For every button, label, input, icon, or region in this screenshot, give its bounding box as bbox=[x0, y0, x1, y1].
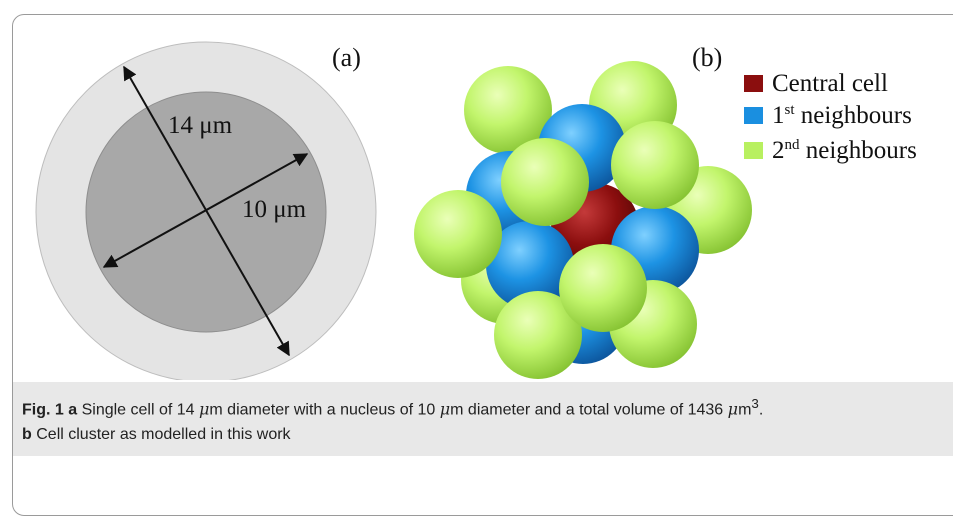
caption-background bbox=[13, 382, 953, 456]
caption-mu-symbol: μ bbox=[727, 399, 739, 419]
caption-part-b-label: b bbox=[22, 426, 32, 444]
legend-swatch-second bbox=[744, 142, 763, 159]
caption-fig-label: Fig. 1 bbox=[22, 401, 64, 419]
caption-superscript: 3 bbox=[751, 396, 759, 411]
caption-mu-symbol: μ bbox=[439, 399, 451, 419]
caption-part-a-end: . bbox=[758, 401, 764, 419]
panel-b-label: (b) bbox=[692, 43, 722, 72]
second-neighbour-sphere bbox=[464, 66, 552, 154]
outer-diameter-label: 14 μm bbox=[168, 112, 233, 139]
legend-swatch-first bbox=[744, 107, 763, 124]
second-neighbour-sphere bbox=[494, 291, 582, 379]
figure-canvas: (a) 14 μm 10 μm (b) Central cell 1st nei… bbox=[35, 41, 917, 380]
panel-a: (a) 14 μm 10 μm bbox=[35, 41, 377, 380]
legend-label-second: 2nd neighbours bbox=[772, 137, 917, 164]
caption-part-a-text-1: Single cell of 14 bbox=[81, 401, 199, 419]
caption-part-b-text: Cell cluster as modelled in this work bbox=[36, 426, 291, 444]
second-neighbour-sphere bbox=[559, 244, 647, 332]
second-neighbour-sphere bbox=[501, 138, 589, 226]
caption-part-a-text-4: m bbox=[738, 401, 752, 419]
inner-diameter-arrow bbox=[102, 153, 309, 268]
legend: Central cell 1st neighbours 2nd neighbou… bbox=[744, 70, 917, 164]
second-neighbour-sphere bbox=[414, 190, 502, 278]
panel-b-cluster bbox=[414, 61, 752, 379]
caption-part-a-label: a bbox=[68, 401, 78, 419]
caption-part-a-text-2: m diameter with a nucleus of 10 bbox=[209, 401, 440, 419]
second-neighbour-sphere bbox=[611, 121, 699, 209]
caption-part-a-text-3: m diameter and a total volume of 1436 bbox=[450, 401, 728, 419]
caption-mu-symbol: μ bbox=[199, 399, 210, 419]
legend-label-central: Central cell bbox=[772, 70, 888, 97]
inner-diameter-label: 10 μm bbox=[242, 196, 307, 223]
legend-swatch-central bbox=[744, 75, 763, 92]
figure-caption: Fig. 1 a Single cell of 14 μm diameter w… bbox=[22, 391, 947, 447]
panel-a-label: (a) bbox=[332, 43, 361, 72]
legend-label-first: 1st neighbours bbox=[772, 102, 912, 129]
first-neighbour-sphere bbox=[486, 221, 574, 309]
